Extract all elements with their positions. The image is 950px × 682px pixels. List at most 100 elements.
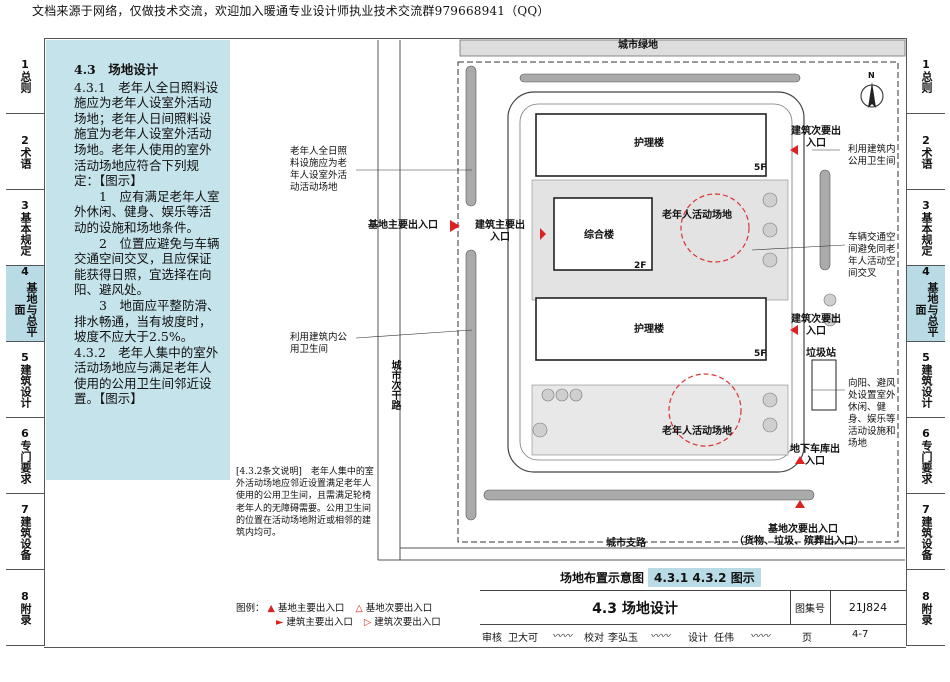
- clause-item-1: 1 应有满足老年人室外休闲、健身、娱乐等活动的设施和场地条件。: [74, 188, 220, 235]
- building-main-entry-label: 建筑主要出入口: [475, 220, 525, 243]
- left-tab-label: 基地与总平面: [13, 282, 38, 337]
- garbage-station: [811, 359, 837, 411]
- right-tab-label: 附录: [920, 602, 933, 625]
- left-tab-number: 4: [21, 265, 29, 278]
- branch-road-label: 城市支路: [606, 538, 646, 549]
- right-tab-label: 建筑设计: [920, 363, 933, 408]
- left-tab-label: 附录: [19, 602, 32, 625]
- right-tab-number: 8: [922, 589, 930, 603]
- right-tab-label: 总则: [920, 70, 933, 93]
- city-greenbelt: [459, 39, 906, 57]
- callout-left-mid: 利用建筑内公用卫生间: [290, 332, 348, 355]
- tb-checker-signature: 〰〰: [650, 631, 670, 642]
- left-tab-4[interactable]: 4 基地与总平面: [6, 266, 44, 342]
- tb-checker: 李弘玉: [608, 633, 638, 644]
- legend-bldg-main-icon: ►: [276, 617, 284, 628]
- clause-4-3-1: 4.3.1 老年人全日照料设施应为老年人设室外活动场地；老年人日间照料设施宜为老…: [74, 79, 219, 189]
- page-frame: [44, 38, 906, 648]
- right-tab-number: 6: [922, 426, 930, 440]
- left-tab-number: 5: [21, 350, 29, 364]
- callout-right-bottom: 向阳、避风处设置室外休闲、健身、娱乐等活动设施和场地: [848, 378, 896, 449]
- nursing-building-2: [535, 297, 767, 361]
- tb-page: 4-7: [852, 629, 869, 640]
- legend-site-main-icon: ▲: [267, 603, 275, 614]
- left-tab-label: 基本规定: [19, 211, 32, 256]
- clause-4-3-2: 4.3.2 老年人集中的室外活动场地应与满足老年人使用的公用卫生间邻近设置。【图…: [74, 344, 219, 407]
- nursing-building-1-label: 护理楼: [634, 138, 664, 149]
- legend-title: 图例：: [236, 603, 265, 614]
- left-tab-label: 建筑设计: [19, 363, 32, 408]
- nursing-building-1-floors: 5F: [754, 163, 767, 173]
- garbage-station-label: 垃圾站: [806, 348, 836, 359]
- legend-bldg-main: 建筑主要出入口: [286, 617, 353, 628]
- right-tab-number: 1: [922, 57, 930, 71]
- left-tab-number: 3: [21, 198, 29, 212]
- comprehensive-building: [553, 197, 653, 271]
- title-block: 4.3 场地设计 图集号 21J824 审核 卫大可 〰〰 校对 李弘玉 〰〰 …: [480, 590, 906, 647]
- clause-item-3: 3 地面应平整防滑、排水畅通，当有坡度时，坡度不应大于2.5%。: [74, 297, 220, 345]
- left-tab-number: 7: [21, 502, 29, 516]
- tb-reviewer: 卫大可: [508, 633, 538, 644]
- left-tab-label: 术语: [19, 146, 32, 169]
- callout-left-top: 老年人全日照料设施应为老年人设室外活动活动场地: [290, 146, 348, 193]
- site-main-entry-label: 基地主要出入口: [368, 220, 438, 231]
- right-tab-label: 基地与总平面: [914, 282, 939, 337]
- tb-reviewer-signature: 〰〰: [552, 631, 572, 642]
- left-tab-number: 2: [21, 133, 29, 147]
- caption-title: 场地布置示意图: [560, 570, 645, 585]
- tb-design: 设计: [688, 633, 708, 644]
- comprehensive-building-floors: 2F: [634, 261, 647, 271]
- right-tab-label: 建筑设备: [920, 515, 933, 560]
- caption-ref: 4.3.1 4.3.2 图示: [648, 567, 761, 587]
- left-tab-number: 8: [21, 589, 29, 603]
- left-tab-label: 专门要求: [19, 439, 32, 484]
- clause-panel: [46, 40, 230, 480]
- tb-atlas-label: 图集号: [790, 591, 831, 624]
- secondary-road-label: 城市次干路: [389, 360, 400, 410]
- legend: 图例： ▲ 基地主要出入口 △ 基地次要出入口 ► 建筑主要出入口 ▷ 建筑次要…: [236, 600, 441, 628]
- nursing-building-2-floors: 5F: [754, 349, 767, 359]
- figure-caption: 场地布置示意图 4.3.1 4.3.2 图示: [560, 567, 761, 587]
- header-notice: 文档来源于网络，仅做技术交流，欢迎加入暖通专业设计师执业技术交流群9796689…: [32, 4, 550, 18]
- left-tab-number: 1: [21, 57, 29, 71]
- right-tab-number: 5: [922, 350, 930, 364]
- activity-area-2-label: 老年人活动场地: [662, 426, 732, 437]
- clause-explanation: [4.3.2条文说明] 老年人集中的室外活动场地应邻近设置满足老年人使用的公用卫…: [236, 467, 374, 539]
- north-label: N: [868, 71, 875, 80]
- callout-right-top: 利用建筑内公用卫生间: [848, 144, 896, 167]
- activity-area-1-label: 老年人活动场地: [662, 210, 732, 221]
- tb-check: 校对: [584, 633, 604, 644]
- tb-review: 审核: [482, 633, 502, 644]
- nursing-building-1: [535, 113, 767, 177]
- left-tab-number: 6: [21, 426, 29, 440]
- garage-entry-label: 地下车库出入口: [790, 444, 840, 467]
- right-tab-label: 术语: [920, 146, 933, 169]
- tb-section: 4.3 场地设计: [480, 591, 791, 624]
- right-tab-number: 3: [922, 198, 930, 212]
- section-heading: 4.3 场地设计: [74, 62, 159, 77]
- building-secondary-entry-2-label: 建筑次要出入口: [791, 314, 841, 337]
- comprehensive-building-label: 综合楼: [584, 230, 614, 241]
- nursing-building-2-label: 护理楼: [634, 324, 664, 335]
- site-boundary: [457, 61, 899, 543]
- right-tab-label: 专门要求: [920, 439, 933, 484]
- activity-area-2: [668, 373, 742, 447]
- legend-site-main: 基地主要出入口: [277, 603, 345, 614]
- left-tab-label: 总则: [19, 70, 32, 93]
